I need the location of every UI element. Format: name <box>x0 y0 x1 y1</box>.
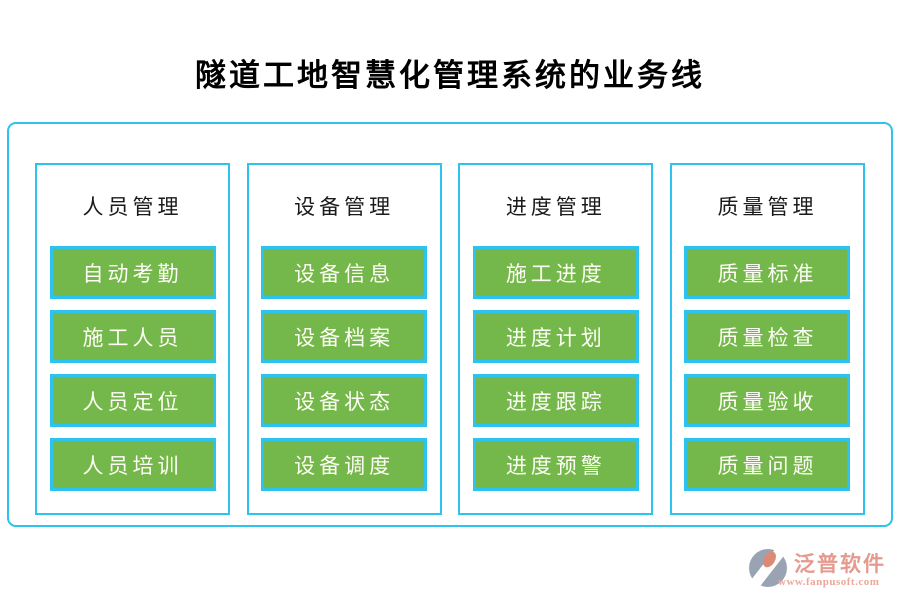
module-button[interactable]: 设备信息 <box>261 246 428 299</box>
module-button[interactable]: 施工人员 <box>49 310 216 363</box>
module-button[interactable]: 人员培训 <box>49 438 216 491</box>
module-button[interactable]: 施工进度 <box>472 246 639 299</box>
module-button[interactable]: 进度预警 <box>472 438 639 491</box>
brand-url: www.fanpusoft.com <box>778 576 880 588</box>
business-column: 设备管理设备信息设备档案设备状态设备调度 <box>246 163 442 515</box>
footer-brand: 泛普软件 www.fanpusoft.com <box>748 546 890 594</box>
business-column: 质量管理质量标准质量检查质量验收质量问题 <box>669 163 865 515</box>
module-button[interactable]: 质量验收 <box>684 374 851 427</box>
business-column: 进度管理施工进度进度计划进度跟踪进度预警 <box>458 163 654 515</box>
module-button[interactable]: 自动考勤 <box>49 246 216 299</box>
module-button[interactable]: 人员定位 <box>49 374 216 427</box>
module-button[interactable]: 质量检查 <box>684 310 851 363</box>
module-button[interactable]: 进度跟踪 <box>472 374 639 427</box>
fanpu-logo-icon <box>748 548 788 588</box>
business-lines-panel: 人员管理自动考勤施工人员人员定位人员培训设备管理设备信息设备档案设备状态设备调度… <box>7 122 893 527</box>
column-header: 质量管理 <box>717 194 818 219</box>
module-button[interactable]: 设备状态 <box>261 374 428 427</box>
brand-name: 泛普软件 <box>794 552 886 576</box>
column-header: 设备管理 <box>294 194 395 219</box>
page-title: 隧道工地智慧化管理系统的业务线 <box>195 58 705 93</box>
columns-container: 人员管理自动考勤施工人员人员定位人员培训设备管理设备信息设备档案设备状态设备调度… <box>9 163 891 515</box>
module-button[interactable]: 设备档案 <box>261 310 428 363</box>
business-column: 人员管理自动考勤施工人员人员定位人员培训 <box>35 163 230 515</box>
column-header: 人员管理 <box>82 194 183 219</box>
module-button[interactable]: 质量问题 <box>684 438 851 491</box>
column-header: 进度管理 <box>505 194 606 219</box>
module-button[interactable]: 进度计划 <box>472 310 639 363</box>
module-button[interactable]: 设备调度 <box>261 438 428 491</box>
module-button[interactable]: 质量标准 <box>684 246 851 299</box>
